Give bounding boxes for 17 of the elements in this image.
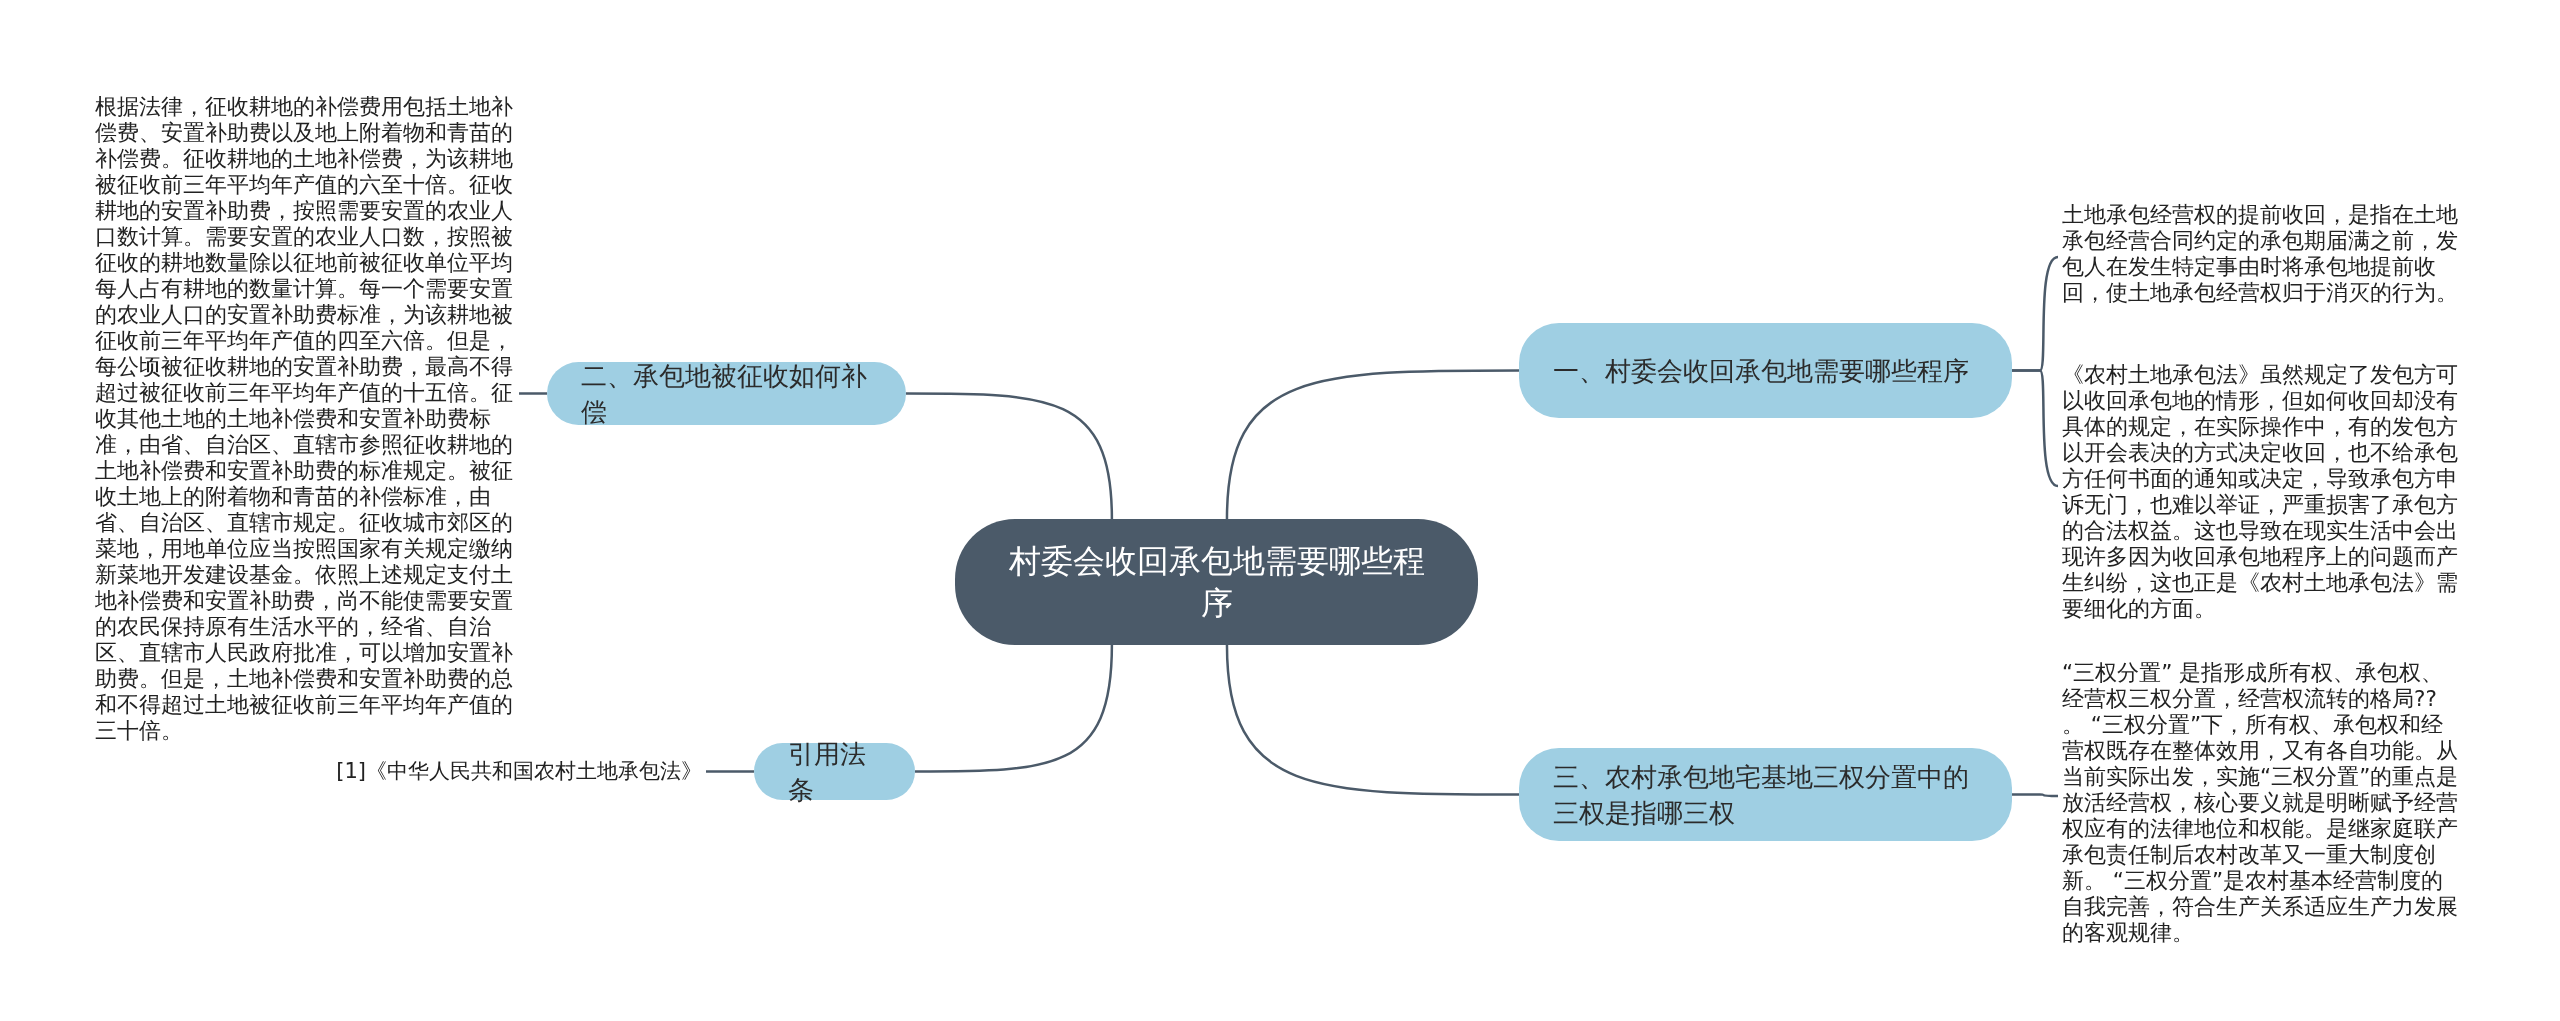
note-text: “三权分置” 是指形成所有权、承包权、经营权三权分置，经营权流转的格局?? 。 “三权分置”下，所有权、承包权和经营权既存在整体效用，又有各自功能。从当前实际出发，实施“三权分置”的重点是放活经营权，核心要义就是明晰赋予经营权应有的法律地位和权能。是继家庭联产承包责任制后农村改革又一重大制度创新。 “三权分置”是农村基本经营制度的自我完善，符合生产关系适应生产力发展的客观规律。 [2062,660,2460,946]
topic-pill: 一、村委会收回承包地需要哪些程序 [1519,323,2012,418]
connector-line [519,392,547,395]
connector-line [2012,793,2058,798]
connector-line [1225,369,1519,520]
connector-line [706,770,754,773]
reference-text: [1]《中华人民共和国农村土地承包法》 [336,758,702,785]
connector-line [906,392,1114,520]
note-text: 《农村土地承包法》虽然规定了发包方可以收回承包地的情形，但如何收回却没有具体的规定，在实际操作中，有的发包方以开会表决的方式决定收回，也不给承包方任何书面的通知或决定，导致承包方申诉无门，也难以举证，严重损害了承包方的合法权益。这也导致在现实生活中会出现许多因为收回承包地程序上的问题而产生纠纷，这也正是《农村土地承包法》需要细化的方面。 [2062,362,2459,622]
connector-line [1225,644,1519,796]
topic-pill: 二、承包地被征收如何补偿 [547,362,906,425]
connector-line [915,644,1114,773]
note-text: 土地承包经营权的提前收回，是指在土地承包经营合同约定的承包期届满之前，发包人在发生特定事由时将承包地提前收回，使土地承包经营权归于消灭的行为。 [2062,202,2459,306]
connector-line [2012,369,2059,488]
note-text: 根据法律，征收耕地的补偿费用包括土地补偿费、安置补助费以及地上附着物和青苗的补偿费。征收耕地的土地补偿费，为该耕地被征收前三年平均年产值的六至十倍。征收耕地的安置补助费，按照需要安置的农业人口数计算。需要安置的农业人口数，按照被征收的耕地数量除以征地前被征收单位平均每人占有耕地的数量计算。每一个需要安置的农业人口的安置补助费标准，为该耕地被征收前三年平均年产值的四至六倍。但是，每公顷被征收耕地的安置补助费，最高不得超过被征收前三年平均年产值的十五倍。征收其他土地的土地补偿费和安置补助费标准，由省、自治区、直辖市参照征收耕地的土地补偿费和安置补助费的标准规定。被征收土地上的附着物和青苗的补偿标准，由省、自治区、直辖市规定。征收城市郊区的菜地，用地单位应当按照国家有关规定缴纳新菜地开发建设基金。依照上述规定支付土地补偿费和安置补助费，尚不能使需要安置的农民保持原有生活水平的，经省、自治区、直辖市人民政府批准，可以增加安置补助费。但是，土地补偿费和安置补助费的总和不得超过土地被征收前三年平均年产值的三十倍。 [95,94,514,744]
central-topic: 村委会收回承包地需要哪些程序 [955,519,1478,645]
topic-pill: 三、农村承包地宅基地三权分置中的三权是指哪三权 [1519,748,2012,841]
